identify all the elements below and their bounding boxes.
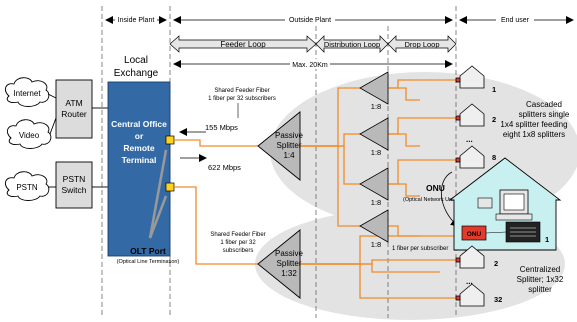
top-feeder-label-2: 1 fiber per 32 subscribers [208, 96, 276, 102]
local-exchange-label-2: Exchange [114, 68, 159, 79]
central-office-label-4: Terminal [122, 155, 157, 165]
zone-label-end-user: End user [501, 17, 530, 24]
zone-label-inside-plant: Inside Plant [118, 17, 155, 24]
upstream-rate: 155 Mbps [205, 123, 238, 132]
onu-subtitle: (Optical Network Unit) [403, 197, 457, 203]
centralized-desc-2: Splitter; 1x32 [517, 275, 564, 284]
cascade-splitter-label-1: Passive [275, 131, 304, 140]
local-exchange-label-1: Local [124, 55, 148, 66]
olt-port-top [166, 136, 174, 144]
atm-router-label-2: Router [61, 109, 87, 119]
pstn-cloud-label: PSTN [16, 183, 38, 192]
distribution-loop-label: Distribution Loop [324, 40, 380, 49]
olt-port-bottom [166, 183, 174, 191]
olt-port-sublabel: (Optical Line Termination) [117, 259, 180, 265]
central-splitter-ratio: 1:32 [281, 269, 297, 278]
small-splitter-ratio-3: 1:8 [371, 198, 381, 207]
cascaded-desc-2: splitters single [519, 110, 570, 119]
house-number-top-ellipsis: ... [466, 135, 473, 144]
atm-router-label-1: ATM [65, 98, 82, 108]
olt-port-label: OLT Port [130, 246, 166, 256]
central-splitter-label-1: Passive [275, 249, 304, 258]
cascaded-desc-4: eight 1x8 splitters [503, 130, 565, 139]
central-office-label-1: Central Office [111, 119, 167, 129]
drop-loop-label: Drop Loop [404, 40, 439, 49]
pstn-switch-label-1: PSTN [63, 174, 86, 184]
feeder-loop-label: Feeder Loop [220, 40, 266, 49]
per-subscriber-label: 1 fiber per subscriber [392, 246, 448, 252]
house-number-bottom-32: 32 [494, 295, 502, 304]
central-office-label-2: or [135, 131, 144, 141]
cascade-splitter-label-2: Splitter [277, 141, 302, 150]
house-number-top-1: 1 [492, 85, 496, 94]
house-number-bottom-2: 2 [494, 259, 498, 268]
video-label: Video [19, 131, 40, 140]
small-splitter-ratio-1: 1:8 [371, 102, 381, 111]
centralized-desc-3: splitter [528, 285, 552, 294]
top-feeder-label-1: Shared Feeder Fiber [214, 88, 269, 94]
onu-box-label: ONU [467, 231, 482, 238]
internet-label: Internet [13, 89, 41, 98]
bottom-feeder-label-3: subscribers [223, 248, 254, 254]
distance-label: Max. 20Km [292, 62, 328, 69]
house-icon-top-1 [456, 66, 484, 88]
zone-label-outside-plant: Outside Plant [289, 17, 331, 24]
cascade-splitter-ratio: 1:4 [283, 151, 295, 160]
house-number-bottom-ellipsis: ... [466, 277, 473, 286]
cascaded-desc-3: 1x4 splitter feeding [500, 120, 567, 129]
small-splitter-ratio-2: 1:8 [371, 148, 381, 157]
subscriber-home-number: 1 [545, 235, 549, 244]
centralized-desc-1: Centralized [520, 265, 560, 274]
house-number-top-2: 2 [492, 115, 496, 124]
central-office-label-3: Remote [123, 143, 154, 153]
pstn-switch-label-2: Switch [61, 185, 86, 195]
small-splitter-ratio-4: 1:8 [371, 240, 381, 249]
central-splitter-label-2: Splitter [277, 259, 302, 268]
cascaded-desc-1: Cascaded [526, 100, 562, 109]
bottom-feeder-label-1: Shared Feeder Fiber [210, 232, 265, 238]
bottom-feeder-label-2: 1 fiber per 32 [220, 240, 256, 246]
central-office-box [108, 82, 170, 256]
house-number-top-8: 8 [492, 153, 496, 162]
downstream-rate: 622 Mbps [208, 163, 241, 172]
